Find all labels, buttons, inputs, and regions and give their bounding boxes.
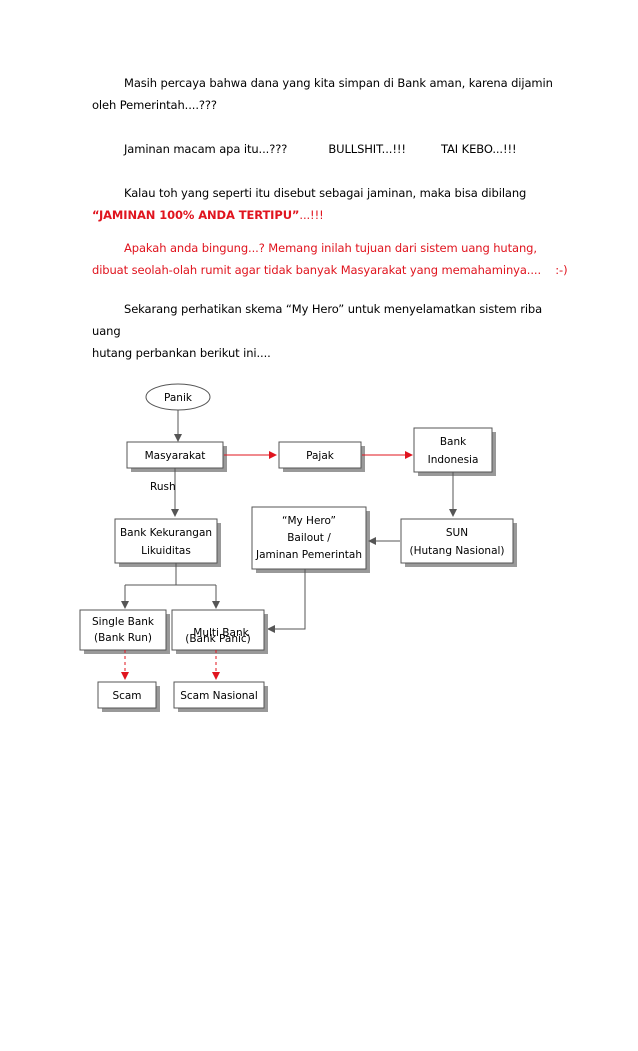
bank-kekurangan-label-2: Likuiditas [141,545,191,557]
rush-label: Rush [150,481,176,493]
masyarakat-node: Masyarakat [126,441,227,472]
scam-nasional-label: Scam Nasional [180,690,258,702]
pajak-label: Pajak [306,450,335,462]
paragraph-3-line-1: Kalau toh yang seperti itu disebut sebag… [124,186,527,200]
my-hero-node: “My Hero” Bailout / Jaminan Pemerintah [251,506,370,573]
my-hero-label-3: Jaminan Pemerintah [255,549,362,561]
scam-node: Scam [97,681,160,712]
bank-indonesia-node: Bank Indonesia [413,427,496,476]
single-bank-node: Single Bank (Bank Run) [79,609,170,654]
multi-bank-label-1: Multi Bank [193,627,249,639]
paragraph-1-line-1: Masih percaya bahwa dana yang kita simpa… [124,76,553,90]
paragraph-2-part-1: Jaminan macam apa itu...??? [124,142,288,156]
paragraph-1: Masih percaya bahwa dana yang kita simpa… [92,72,562,116]
scam-label: Scam [112,690,141,702]
paragraph-2-part-2: BULLSHIT...!!! [328,142,406,156]
paragraph-2-part-3: TAI KEBO...!!! [441,142,517,156]
sun-node: SUN (Hutang Nasional) [400,518,517,567]
paragraph-5-line-1: Sekarang perhatikan skema “My Hero” untu… [92,302,543,338]
bank-indonesia-label-1: Bank [440,436,467,448]
bank-kekurangan-label-1: Bank Kekurangan [120,527,212,539]
paragraph-3-tail: ...!!! [299,208,324,222]
multi-bank-node: Multi Bank (Bank Panic) [171,609,268,654]
my-hero-label-1: “My Hero” [282,515,336,527]
my-hero-label-2: Bailout / [287,532,331,544]
single-bank-label-2: (Bank Run) [94,632,152,644]
panik-node: Panik [145,383,211,411]
scam-nasional-node: Scam Nasional [173,681,268,712]
paragraph-5: Sekarang perhatikan skema “My Hero” untu… [92,298,562,364]
pajak-node: Pajak [278,441,365,472]
paragraph-4: Apakah anda bingung...? Memang inilah tu… [92,237,568,281]
paragraph-3-emphasis: “JAMINAN 100% ANDA TERTIPU” [92,208,300,222]
bank-kekurangan-node: Bank Kekurangan Likuiditas [114,518,221,567]
paragraph-2: Jaminan macam apa itu...??? BULLSHIT...!… [92,138,562,160]
arrow-my-hero-multi-bank [267,569,306,633]
paragraph-4-line-2: dibuat seolah-olah rumit agar tidak bany… [92,263,568,277]
bank-indonesia-label-2: Indonesia [428,454,479,466]
multi-bank-label-2: (Bank Panic) [185,633,251,645]
paragraph-5-line-2: hutang perbankan berikut ini.... [92,346,271,360]
paragraph-4-line-1: Apakah anda bingung...? Memang inilah tu… [124,241,537,255]
paragraph-3: Kalau toh yang seperti itu disebut sebag… [92,182,562,226]
masyarakat-label: Masyarakat [145,450,206,462]
panik-label: Panik [164,392,193,404]
single-bank-label-1: Single Bank [92,616,155,628]
sun-label-1: SUN [446,527,468,539]
paragraph-1-line-2: oleh Pemerintah....??? [92,98,217,112]
sun-label-2: (Hutang Nasional) [409,545,504,557]
